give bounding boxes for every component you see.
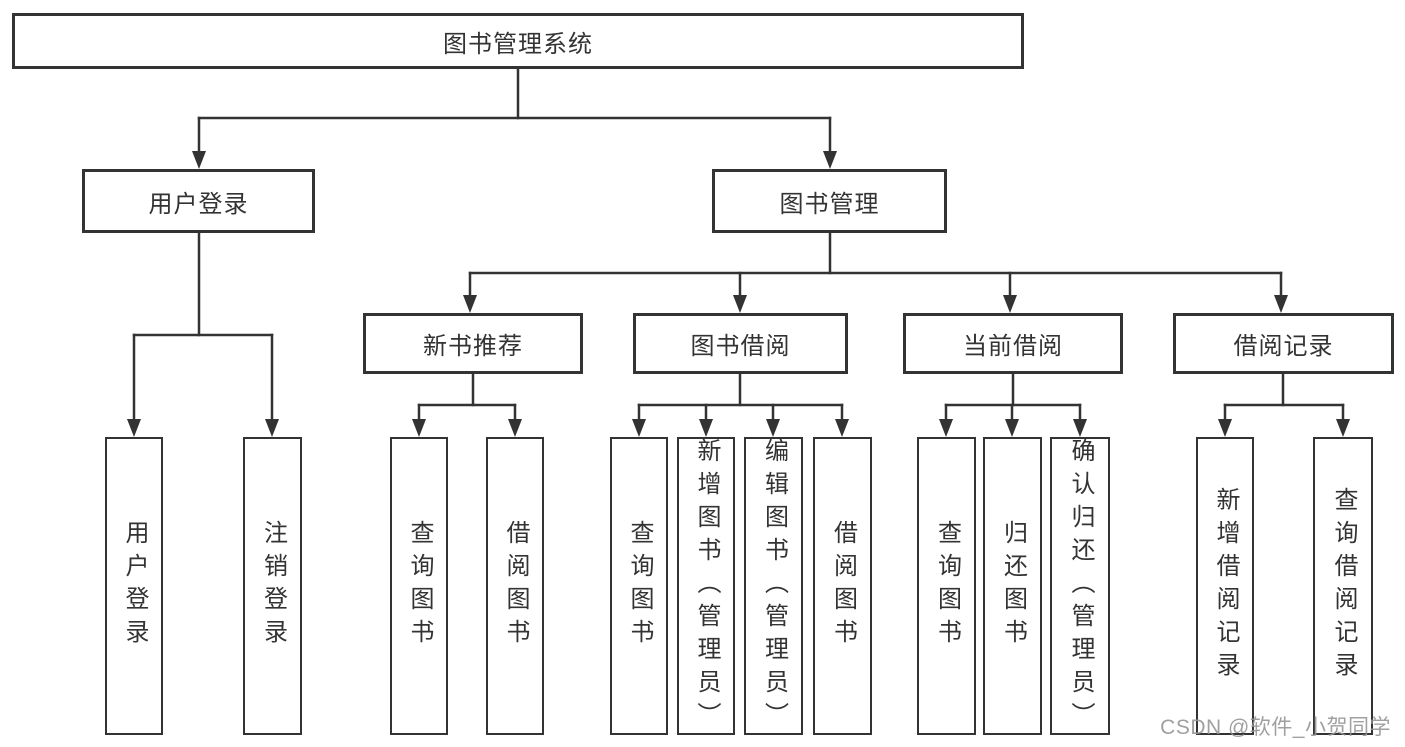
leaf-cb-confirm-return-admin-label: 确认归还（管理员） <box>1067 437 1094 735</box>
leaf-cb-confirm-return-admin: 确认归还（管理员） <box>1050 437 1110 735</box>
leaf-logout-label: 注销登录 <box>259 520 287 652</box>
leaf-bb-borrow-books-label: 借阅图书 <box>829 520 857 652</box>
connector-new-book-rec-children <box>412 372 522 437</box>
node-new-book-recommend: 新书推荐 <box>363 313 583 374</box>
leaf-bb-edit-books-admin-label: 编辑图书（管理员） <box>760 437 788 735</box>
arrowhead <box>733 295 747 313</box>
arrowhead <box>1218 419 1232 437</box>
leaf-bb-query-books-label: 查询图书 <box>626 520 653 652</box>
arrowhead <box>1336 419 1350 437</box>
leaf-bb-add-books-admin-label: 新增图书（管理员） <box>693 437 720 735</box>
connector-root-to-level2 <box>192 67 837 169</box>
node-book-management: 图书管理 <box>712 169 947 233</box>
connector-book-mgmt-children <box>463 231 1288 313</box>
csdn-watermark: CSDN @软件_小贺同学 <box>1160 716 1391 739</box>
node-root-label: 图书管理系统 <box>443 30 593 58</box>
arrowhead <box>265 419 279 437</box>
arrowhead <box>1073 419 1087 437</box>
node-user-login-label: 用户登录 <box>148 190 249 218</box>
arrowhead <box>823 151 837 169</box>
leaf-user-login: 用户登录 <box>105 437 163 735</box>
arrowhead <box>699 419 713 437</box>
arrowhead <box>463 295 477 313</box>
connector-book-borrow-children <box>632 372 849 437</box>
arrowhead <box>1003 295 1017 313</box>
arrowhead <box>1005 419 1019 437</box>
node-root-system: 图书管理系统 <box>12 13 1024 69</box>
leaf-br-add-record: 新增借阅记录 <box>1196 437 1254 735</box>
arrowhead <box>192 151 206 169</box>
connector-borrow-records-children <box>1218 372 1350 437</box>
node-borrowing-records: 借阅记录 <box>1173 313 1394 374</box>
leaf-nbr-borrow-books: 借阅图书 <box>486 437 544 735</box>
arrowhead <box>1274 295 1288 313</box>
leaf-bb-add-books-admin: 新增图书（管理员） <box>677 437 735 735</box>
leaf-nbr-query-books-label: 查询图书 <box>406 520 433 652</box>
node-book-borrowing: 图书借阅 <box>633 313 848 374</box>
leaf-nbr-query-books: 查询图书 <box>390 437 448 735</box>
connector-user-login-children <box>127 231 279 437</box>
arrowhead <box>766 419 780 437</box>
leaf-bb-borrow-books: 借阅图书 <box>813 437 872 735</box>
node-current-borrowing-label: 当前借阅 <box>963 333 1063 360</box>
node-book-management-label: 图书管理 <box>779 190 880 218</box>
leaf-logout: 注销登录 <box>243 437 302 735</box>
leaf-cb-return-books: 归还图书 <box>983 437 1042 735</box>
leaf-bb-query-books: 查询图书 <box>610 437 668 735</box>
leaf-br-query-record-label: 查询借阅记录 <box>1330 487 1357 685</box>
leaf-bb-edit-books-admin: 编辑图书（管理员） <box>744 437 803 735</box>
node-current-borrowing: 当前借阅 <box>903 313 1123 374</box>
arrowhead <box>412 419 426 437</box>
leaf-user-login-label: 用户登录 <box>121 520 148 652</box>
node-borrowing-records-label: 借阅记录 <box>1233 333 1334 360</box>
leaf-cb-query-books-label: 查询图书 <box>933 520 961 652</box>
arrowhead <box>939 419 953 437</box>
node-user-login: 用户登录 <box>82 169 315 233</box>
connector-current-borrow-children <box>939 372 1087 437</box>
leaf-br-query-record: 查询借阅记录 <box>1313 437 1373 735</box>
arrowhead <box>632 419 646 437</box>
arrowhead <box>835 419 849 437</box>
arrowhead <box>127 419 141 437</box>
arrowhead <box>508 419 522 437</box>
leaf-nbr-borrow-books-label: 借阅图书 <box>502 520 529 652</box>
node-new-book-recommend-label: 新书推荐 <box>423 333 523 360</box>
leaf-cb-return-books-label: 归还图书 <box>999 520 1027 652</box>
leaf-br-add-record-label: 新增借阅记录 <box>1212 487 1239 685</box>
node-book-borrowing-label: 图书借阅 <box>690 333 791 360</box>
leaf-cb-query-books: 查询图书 <box>917 437 976 735</box>
